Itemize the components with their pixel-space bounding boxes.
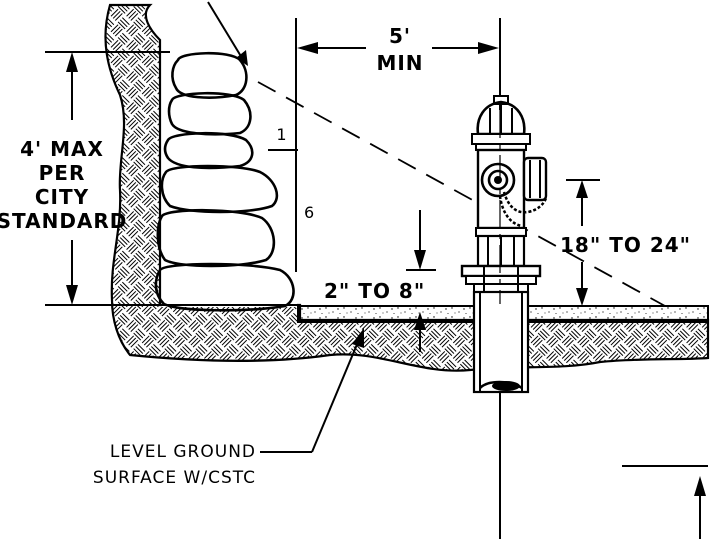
ground-note-leader [260, 328, 364, 453]
slope-rise-label: 6 [304, 203, 315, 222]
fire-hydrant [460, 95, 548, 394]
slope-dashed-line [257, 81, 666, 307]
slope-arrow [207, 1, 248, 66]
wall-height-label-4: STANDARD [0, 209, 127, 233]
slope-dimension [268, 149, 298, 272]
wall-height-label-3: CITY [35, 185, 89, 209]
partial-dimension [622, 465, 708, 539]
ground-note-line-1: LEVEL GROUND [110, 442, 256, 462]
offset-dimension [295, 18, 501, 150]
earth-hatch-region [104, 3, 710, 372]
offset-label: 5' [389, 24, 411, 48]
wall-height-dimension [66, 52, 78, 305]
pad-thickness-label: 2" TO 8" [324, 279, 425, 303]
ground-note-line-2: SURFACE W/CSTC [93, 468, 256, 488]
offset-min-label: MIN [376, 51, 423, 75]
slope-run-label: 1 [276, 125, 287, 144]
nozzle-height-dimension [566, 179, 600, 306]
wall-height-label-1: 4' MAX [20, 137, 104, 161]
wall-height-label-2: PER [39, 161, 86, 185]
pad-thickness-dimension [406, 210, 436, 352]
nozzle-height-label: 18" TO 24" [560, 233, 691, 257]
